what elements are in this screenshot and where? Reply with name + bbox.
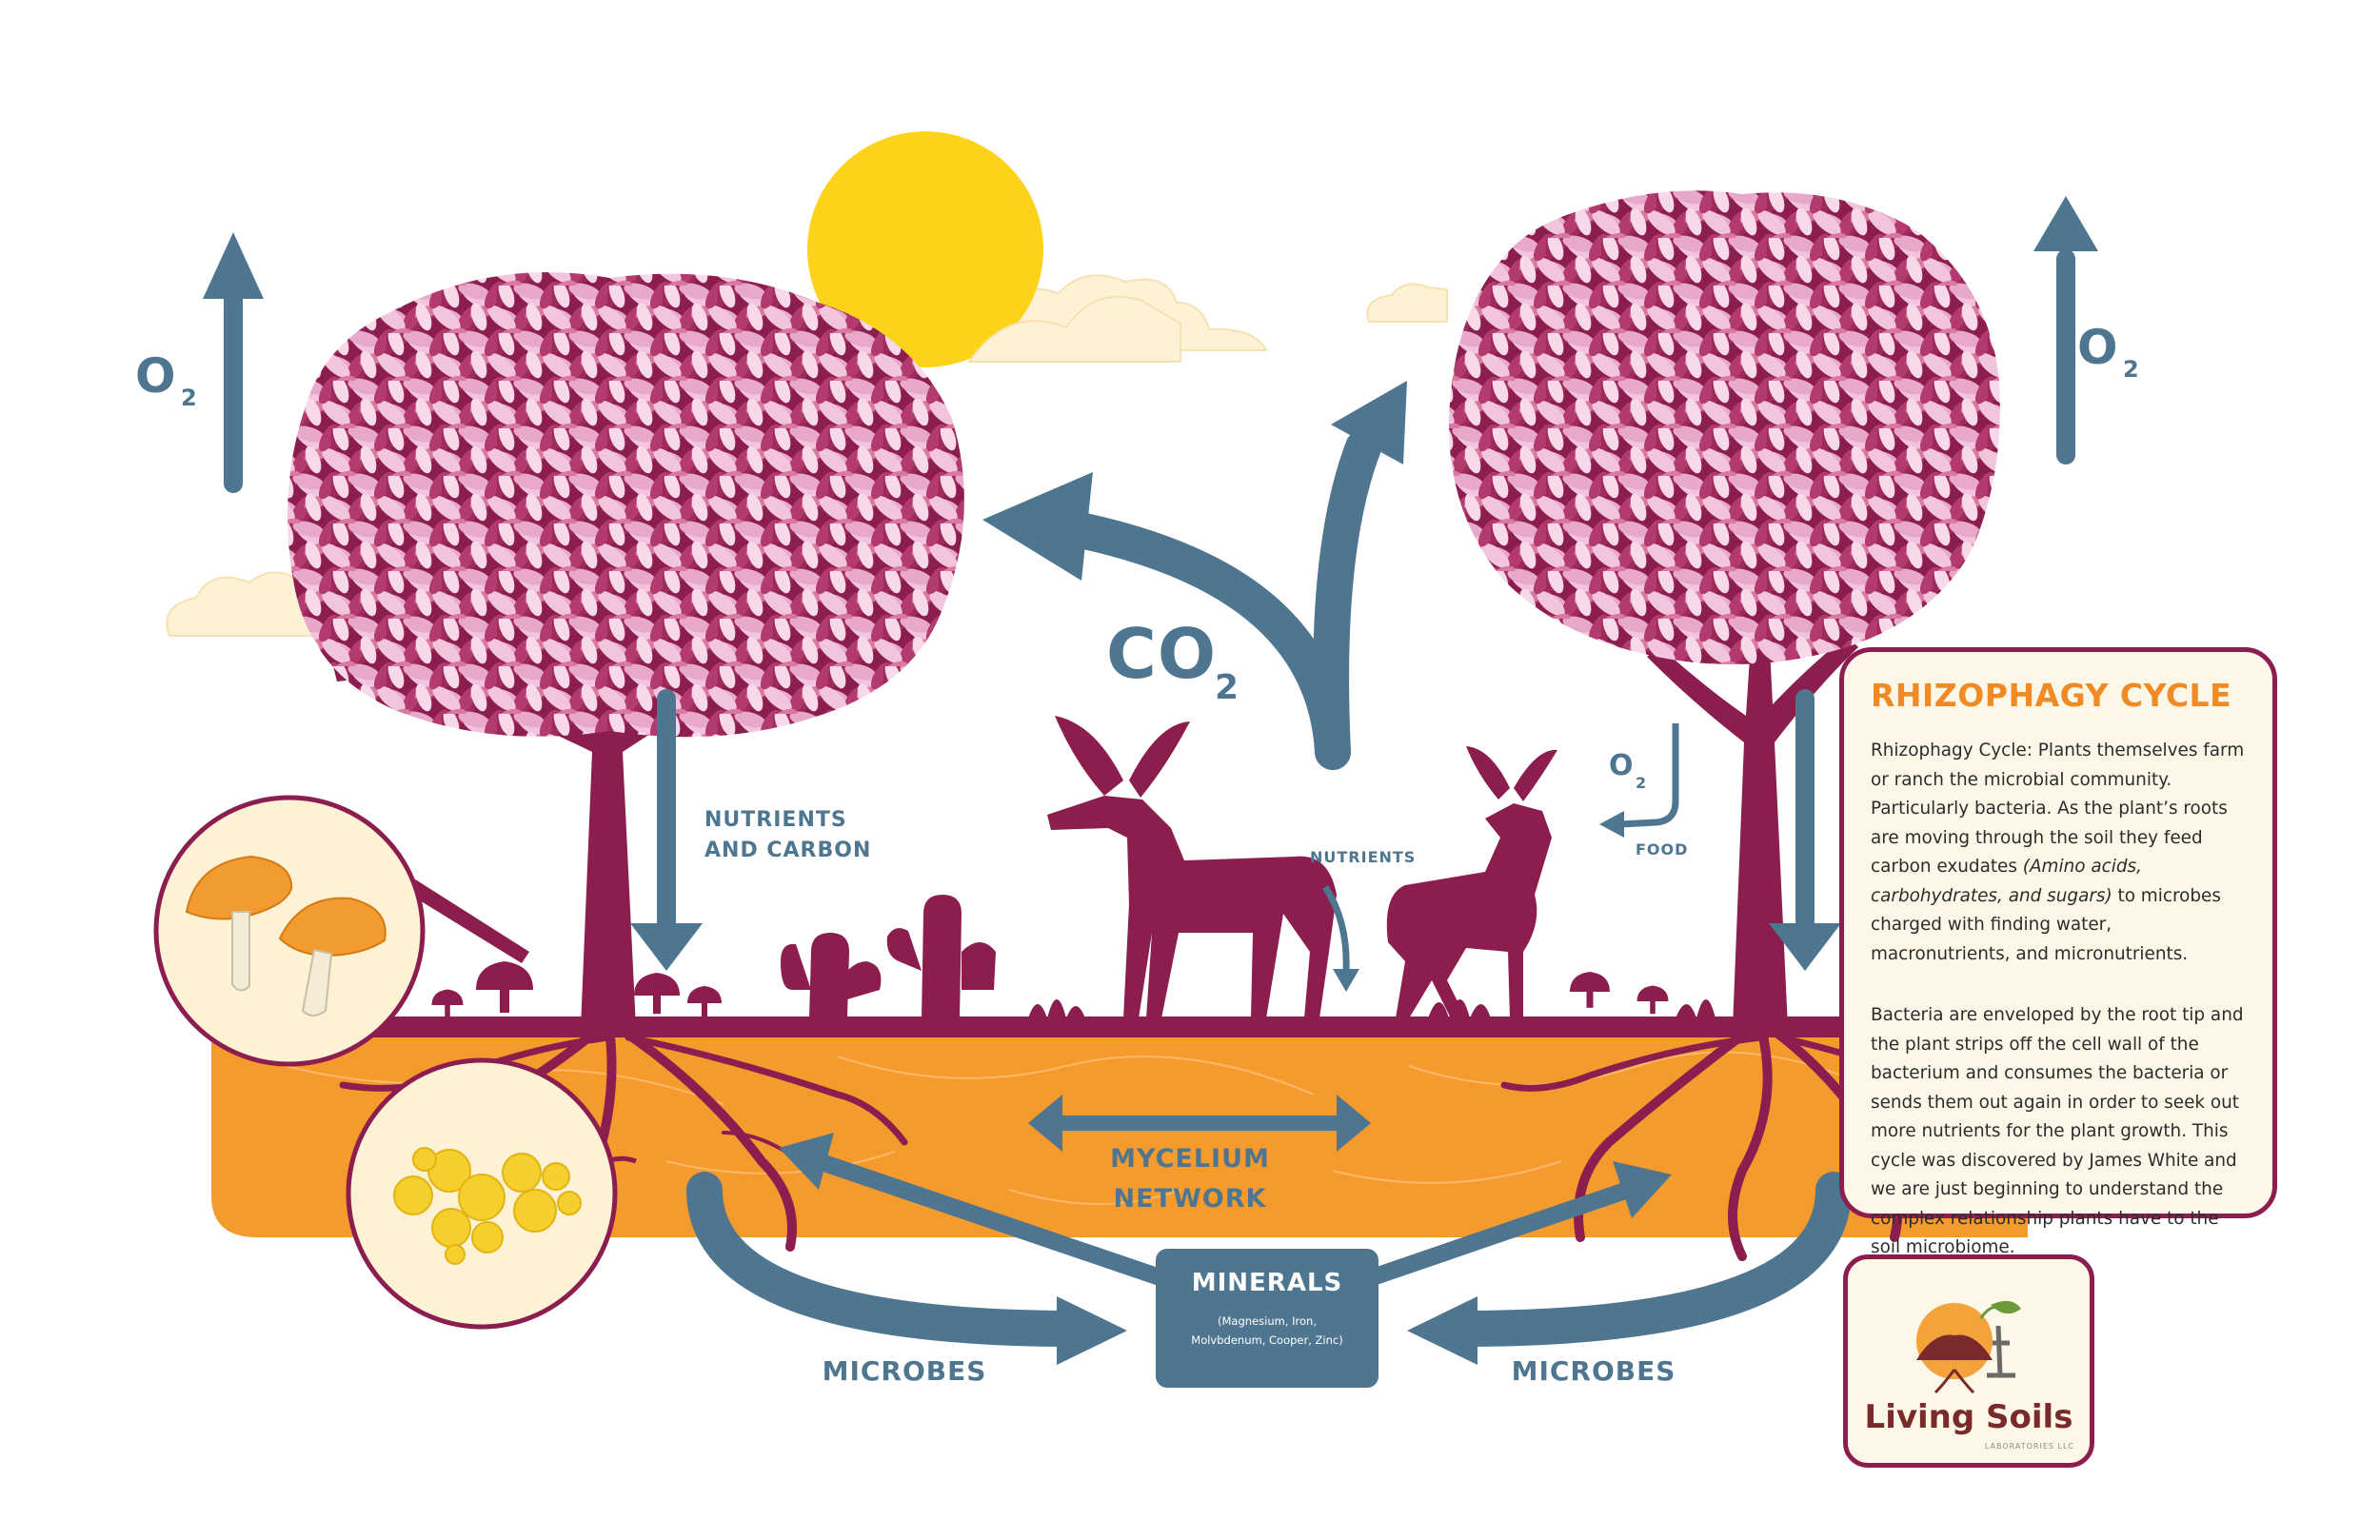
nutrients-carbon-label-2: AND CARBON xyxy=(704,839,871,862)
cloud-front xyxy=(967,295,1181,363)
minerals-label: MINERALS xyxy=(1192,1269,1343,1297)
minerals-detail-2: Molvbdenum, Cooper, Zinc) xyxy=(1191,1333,1342,1347)
logo-mark xyxy=(1916,1300,2021,1394)
o2-small-label: O xyxy=(1609,749,1635,782)
ground-life xyxy=(431,895,1716,1018)
panel-paragraph-1-emphasis: (Amino acids, carbohydrates, and sugars) xyxy=(1871,857,2142,906)
panel-paragraph-1-text: Rhizophagy Cycle: Plants themselves farm… xyxy=(1871,740,2245,877)
o2-label-left: O xyxy=(135,348,177,404)
co2-label: CO xyxy=(1106,614,1217,694)
magnifier-spores xyxy=(346,1057,637,1330)
logo-subtitle: LABORATORIES LLC xyxy=(1984,1442,2074,1451)
mycelium-label: MYCELIUM xyxy=(1110,1144,1270,1174)
food-label: FOOD xyxy=(1636,840,1688,859)
panel-title: RHIZOPHAGY CYCLE xyxy=(1871,677,2232,714)
panel-paragraph-1: Rhizophagy Cycle: Plants themselves farm… xyxy=(1871,737,2246,969)
o2-arrow-right xyxy=(2033,196,2098,464)
panel-paragraph-1-text-end: to microbes charged with finding water, … xyxy=(1871,885,2221,964)
diagonal-arrows xyxy=(779,1133,1672,1290)
microbes-label-right: MICROBES xyxy=(1512,1355,1676,1387)
o2-subscript-right: 2 xyxy=(2123,356,2140,383)
nutrients-carbon-arrow xyxy=(630,689,703,971)
info-panel: RHIZOPHAGY CYCLE Rhizophagy Cycle: Plant… xyxy=(1839,647,2277,1257)
nutrients-arrow xyxy=(1322,885,1359,992)
o2-arrow-left xyxy=(203,232,264,493)
o2-small-subscript: 2 xyxy=(1636,774,1647,792)
microbes-arrows xyxy=(686,1172,1852,1365)
magnifier-mushrooms xyxy=(153,795,529,1067)
microbes-label-left: MICROBES xyxy=(823,1355,987,1387)
co2-subscript: 2 xyxy=(1215,668,1240,707)
o2-label-right: O xyxy=(2077,320,2119,375)
antelope-large xyxy=(1047,716,1337,1018)
tree-left xyxy=(288,271,964,1028)
sun xyxy=(807,131,1043,367)
o2-subscript-left: 2 xyxy=(181,385,198,411)
logo-wordmark: Living Soils xyxy=(1864,1398,2073,1436)
panel-paragraph-2: Bacteria are enveloped by the root tip a… xyxy=(1871,1005,2244,1257)
minerals-detail-1: (Magnesium, Iron, xyxy=(1218,1314,1317,1328)
right-root-down-arrow xyxy=(1769,689,1841,971)
nutrients-label: NUTRIENTS xyxy=(1310,848,1416,866)
mycelium-arrow xyxy=(1028,1095,1371,1152)
nutrients-carbon-label: NUTRIENTS xyxy=(704,808,847,832)
living-soils-logo: Living Soils LABORATORIES LLC xyxy=(1843,1254,2094,1468)
food-arrow xyxy=(1599,723,1679,838)
mycelium-label-2: NETWORK xyxy=(1114,1184,1267,1214)
tree-right xyxy=(1448,190,2000,1028)
minerals-box xyxy=(1156,1249,1378,1388)
co2-arrows xyxy=(982,381,1407,770)
antelope-small xyxy=(1386,746,1557,1018)
